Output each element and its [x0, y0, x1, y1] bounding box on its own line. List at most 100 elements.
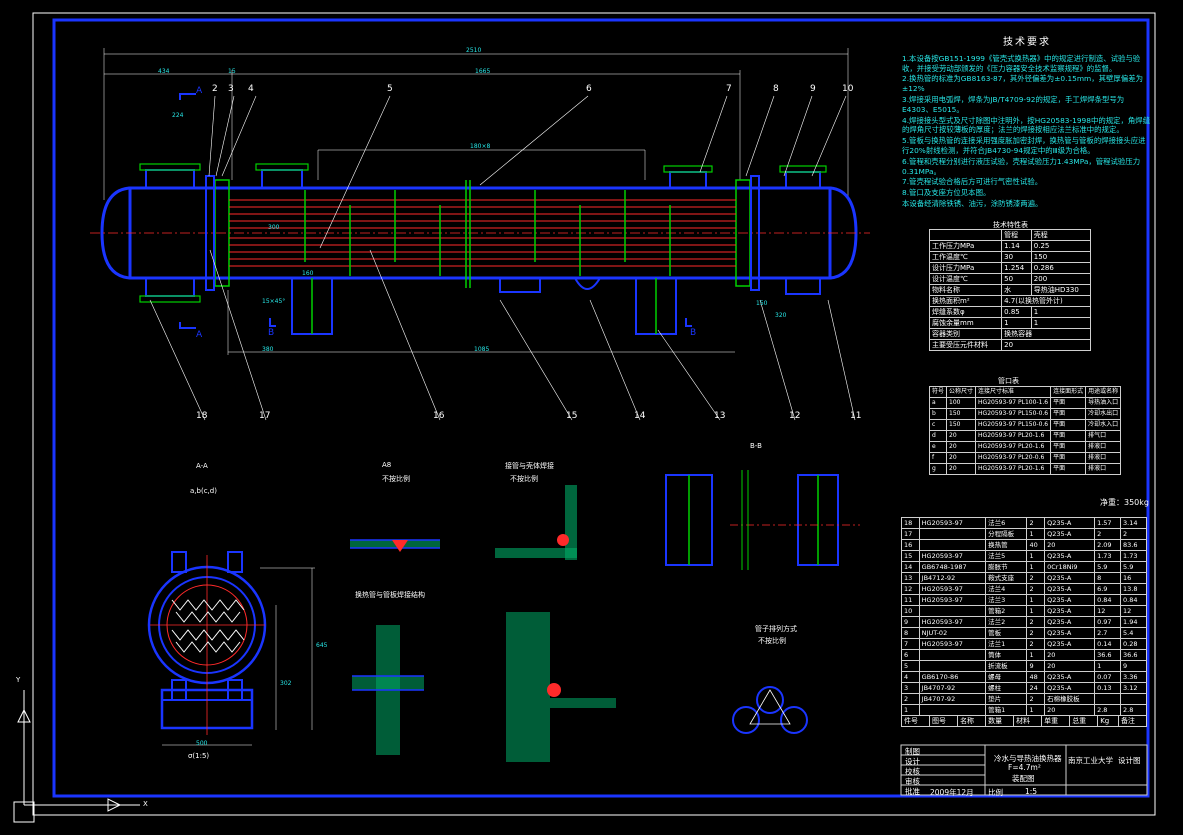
table-cell: 20 [946, 452, 977, 464]
table-cell: GB6170-86 [918, 671, 987, 683]
dim-500: 500 [196, 740, 208, 747]
detail-2-title: 接管与壳体焊接 [505, 462, 554, 470]
table-cell: Q235-A [1044, 550, 1096, 562]
table-cell: 设计温度℃ [928, 273, 1003, 285]
table-cell [1120, 693, 1147, 705]
table-cell: 管箱1 [985, 704, 1028, 716]
dim-645: 645 [316, 642, 328, 649]
table-cell [918, 605, 987, 617]
table-cell: 鞍式支座 [985, 572, 1028, 584]
ucs-icon [13, 690, 140, 823]
title-block-frame [900, 744, 1148, 796]
table-cell: 排液口 [1085, 452, 1122, 464]
part-label: 3 [228, 84, 234, 94]
table-cell: 1 [1026, 528, 1046, 540]
table-cell: Q235-A [1044, 528, 1096, 540]
table-cell: 平面 [1050, 408, 1087, 420]
table-cell: 12 [1120, 605, 1147, 617]
table-cell: 筒体 [985, 649, 1028, 661]
table-cell: 1.57 [1094, 517, 1121, 529]
table-cell: 物料名称 [928, 284, 1003, 296]
section-mark-b: B [690, 328, 697, 338]
dim-baffle: 180×8 [470, 143, 491, 150]
table-cell: 36.6 [1120, 649, 1147, 661]
weld-detail-3 [352, 625, 424, 755]
tech-line: 6.管程和壳程分别进行液压试验，壳程试验压力1.43MPa，管程试验压力0.31… [902, 156, 1141, 176]
tb-row: 审核 [905, 777, 920, 786]
table-cell: 1 [1094, 660, 1121, 672]
part-label: 18 [196, 411, 208, 421]
ucs-x-label: X [143, 800, 148, 808]
dim-160: 160 [302, 270, 314, 277]
drawing-date: 2009年12月 [930, 788, 974, 797]
part-label: 4 [248, 84, 254, 94]
table-cell: 1.94 [1120, 616, 1147, 628]
table-cell: 连接尺寸标准 [975, 386, 1052, 398]
table-cell: 平面 [1050, 430, 1087, 442]
table-cell: 管箱2 [985, 605, 1028, 617]
table-cell: e [928, 441, 948, 453]
table-cell: 13 [901, 572, 920, 584]
table-cell: 法兰3 [985, 594, 1028, 606]
tech-line: 1.本设备按GB151-1999《管壳式换热器》中的规定进行制造、试验与验收，并… [902, 53, 1141, 73]
tb-row: 校核 [905, 767, 920, 776]
table-cell: 连接面形式 [1050, 386, 1087, 398]
table-cell: 1 [1026, 704, 1046, 716]
nozzle-title: 管口表 [998, 377, 1019, 385]
table-cell [1094, 693, 1121, 705]
dim-302: 302 [280, 680, 292, 687]
detail-1-nts: 不按比例 [382, 475, 410, 483]
table-cell: 5.9 [1094, 561, 1121, 573]
section-bb-view [665, 470, 860, 570]
table-cell: g [928, 463, 948, 475]
table-cell: 3 [901, 682, 920, 694]
table-cell: 4 [901, 671, 920, 683]
table-cell: 150 [1030, 251, 1092, 263]
table-cell: 数量 [985, 715, 1015, 727]
table-cell: Q235-A [1044, 594, 1096, 606]
table-cell: 24 [1026, 682, 1046, 694]
table-cell: JB4712-92 [918, 572, 987, 584]
table-cell: Q235-A [1044, 682, 1096, 694]
tb-row: 批准 [905, 787, 920, 796]
table-cell: 换热管 [985, 539, 1028, 551]
table-cell: 法兰4 [985, 583, 1028, 595]
table-cell: 3.12 [1120, 682, 1147, 694]
tube-arrangement [732, 686, 808, 734]
table-cell: 垫片 [985, 693, 1028, 705]
table-cell: HG20593-97 [918, 638, 987, 650]
spec-caption: 技术特性表 [993, 221, 1028, 229]
table-cell: 换热面积m² [928, 295, 1003, 307]
dim-1665: 1665 [475, 68, 491, 75]
table-cell: 换热容器 [1001, 328, 1091, 340]
table-cell: 分程隔板 [985, 528, 1028, 540]
table-cell: 1 [1026, 561, 1046, 573]
table-cell: 排气口 [1085, 430, 1122, 442]
table-cell: NJUT-02 [918, 627, 987, 639]
ucs-y-label: Y [16, 676, 21, 684]
table-cell: 图号 [929, 715, 959, 727]
table-cell: 5.4 [1120, 627, 1147, 639]
table-cell: 20 [946, 430, 977, 442]
exchanger-main-view [90, 48, 870, 421]
tb-row: 设计 [905, 757, 920, 766]
table-cell: 管程 [1001, 229, 1032, 241]
table-cell: Q235-A [1044, 627, 1096, 639]
table-cell: 20 [1044, 539, 1096, 551]
detail-4-title: 管子排列方式 [755, 625, 797, 633]
table-cell: 2.8 [1094, 704, 1121, 716]
table-cell: Q235-A [1044, 638, 1096, 650]
